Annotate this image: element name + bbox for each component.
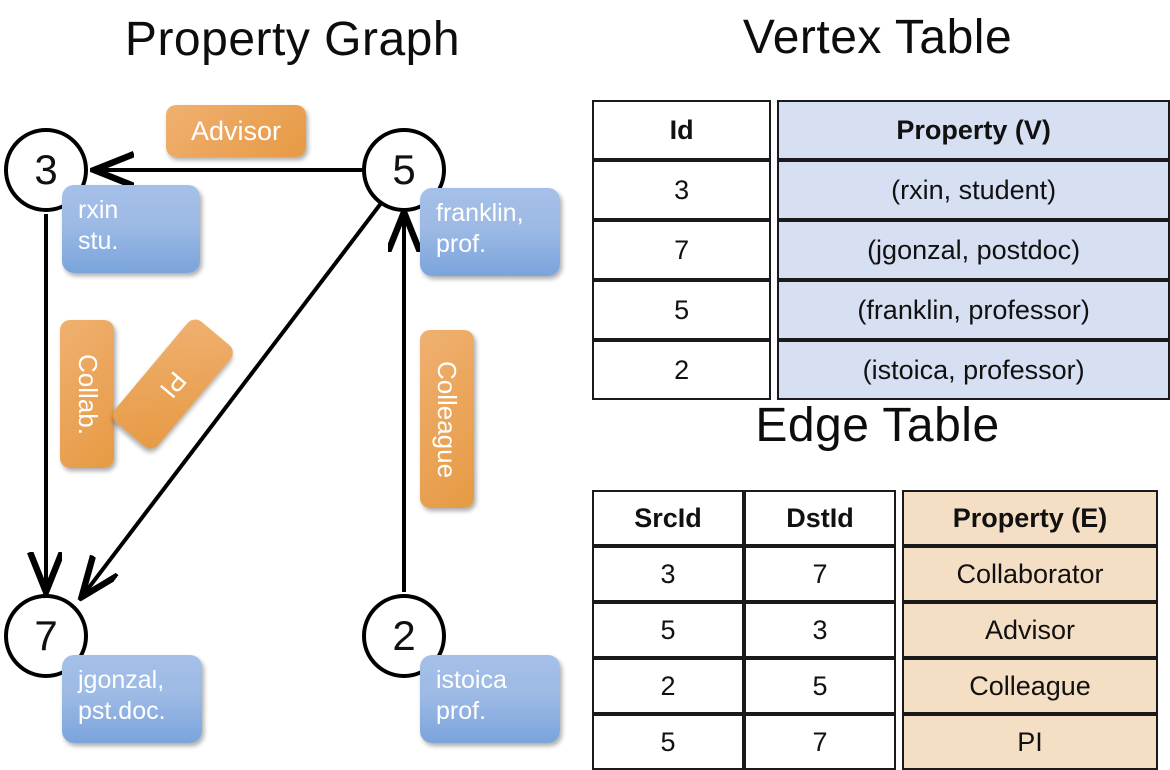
vertex-property-box-7: jgonzal, pst.doc.: [62, 655, 202, 743]
edge-label-text: PI: [153, 365, 193, 404]
edge-table-col-property: Property (E): [902, 490, 1158, 546]
vertex-cell-property: (franklin, professor): [777, 280, 1170, 340]
edge-table-col-gap: [896, 490, 902, 546]
vertex-property-line1: istoica: [436, 666, 507, 694]
edge-row-gap: [896, 602, 902, 658]
edge-cell-property: Colleague: [902, 658, 1158, 714]
vertex-property-line2: stu.: [78, 226, 119, 255]
property-graph-diagram: 3 5 7 2 rxin stu. franklin, prof. jgonza…: [0, 0, 585, 760]
edge-row-gap: [896, 714, 902, 770]
vertex-property-line2: prof.: [436, 696, 487, 725]
edge-cell-srcid: 3: [592, 546, 744, 602]
vertex-property-line2: prof.: [436, 229, 487, 258]
edge-label-collab: Collab.: [60, 320, 114, 468]
edge-row-gap: [896, 658, 902, 714]
edge-table-header-row: SrcId DstId Property (E): [592, 490, 1158, 546]
vertex-cell-id: 3: [592, 160, 772, 220]
table-row: 5 3 Advisor: [592, 602, 1158, 658]
table-row: 2 5 Colleague: [592, 658, 1158, 714]
edge-row-gap: [896, 546, 902, 602]
vertex-cell-property: (istoica, professor): [777, 340, 1170, 400]
edge-table-col-dstid: DstId: [744, 490, 896, 546]
edge-cell-dstid: 7: [744, 714, 896, 770]
vertex-row-gap: [771, 280, 778, 340]
vertex-property-line1: rxin: [78, 196, 119, 224]
table-row: 7 (jgonzal, postdoc): [592, 220, 1170, 280]
vertex-cell-id: 5: [592, 280, 772, 340]
edge-cell-property: Advisor: [902, 602, 1158, 658]
edge-cell-property: PI: [902, 714, 1158, 770]
edge-5-to-7: [84, 200, 384, 594]
table-row: 3 7 Collaborator: [592, 546, 1158, 602]
graph-edges-svg: [0, 0, 585, 760]
edge-table-col-srcid: SrcId: [592, 490, 744, 546]
vertex-row-gap: [771, 340, 778, 400]
table-row: 5 7 PI: [592, 714, 1158, 770]
vertex-table-header-row: Id Property (V): [592, 100, 1170, 160]
vertex-property-line1: jgonzal,: [78, 666, 165, 694]
graph-node-5[interactable]: 5: [362, 128, 446, 212]
vertex-property-line1: franklin,: [436, 199, 524, 227]
table-row: 5 (franklin, professor): [592, 280, 1170, 340]
vertex-table-col-property: Property (V): [777, 100, 1170, 160]
vertex-cell-id: 7: [592, 220, 772, 280]
edge-cell-srcid: 5: [592, 714, 744, 770]
vertex-table-col-gap: [771, 100, 778, 160]
vertex-cell-id: 2: [592, 340, 772, 400]
page-title-property-graph: Property Graph: [124, 13, 461, 66]
edge-label-advisor: Advisor: [166, 105, 306, 157]
table-row: 3 (rxin, student): [592, 160, 1170, 220]
vertex-cell-property: (jgonzal, postdoc): [777, 220, 1170, 280]
vertex-table: Id Property (V) 3 (rxin, student) 7 (jgo…: [592, 100, 1170, 400]
edge-label-colleague: Colleague: [420, 330, 474, 508]
vertex-property-box-2: istoica prof.: [420, 655, 560, 743]
edge-cell-srcid: 5: [592, 602, 744, 658]
edge-label-text: Advisor: [190, 115, 282, 146]
edge-cell-dstid: 5: [744, 658, 896, 714]
edge-cell-dstid: 7: [744, 546, 896, 602]
graph-node-2[interactable]: 2: [362, 594, 446, 678]
vertex-row-gap: [771, 160, 778, 220]
page-title-edge-table: Edge Table: [755, 399, 1000, 452]
edge-label-text: Collab.: [72, 353, 103, 435]
table-row: 2 (istoica, professor): [592, 340, 1170, 400]
edge-cell-srcid: 2: [592, 658, 744, 714]
vertex-table-col-id: Id: [592, 100, 772, 160]
vertex-row-gap: [771, 220, 778, 280]
edge-label-text: Colleague: [432, 360, 463, 478]
vertex-cell-property: (rxin, student): [777, 160, 1170, 220]
page-title-vertex-table: Vertex Table: [742, 11, 1013, 64]
edge-cell-dstid: 3: [744, 602, 896, 658]
vertex-property-box-3: rxin stu.: [62, 185, 200, 273]
edge-table: SrcId DstId Property (E) 3 7 Collaborato…: [592, 490, 1158, 770]
vertex-property-box-5: franklin, prof.: [420, 188, 560, 276]
vertex-property-line2: pst.doc.: [78, 696, 166, 725]
edge-cell-property: Collaborator: [902, 546, 1158, 602]
